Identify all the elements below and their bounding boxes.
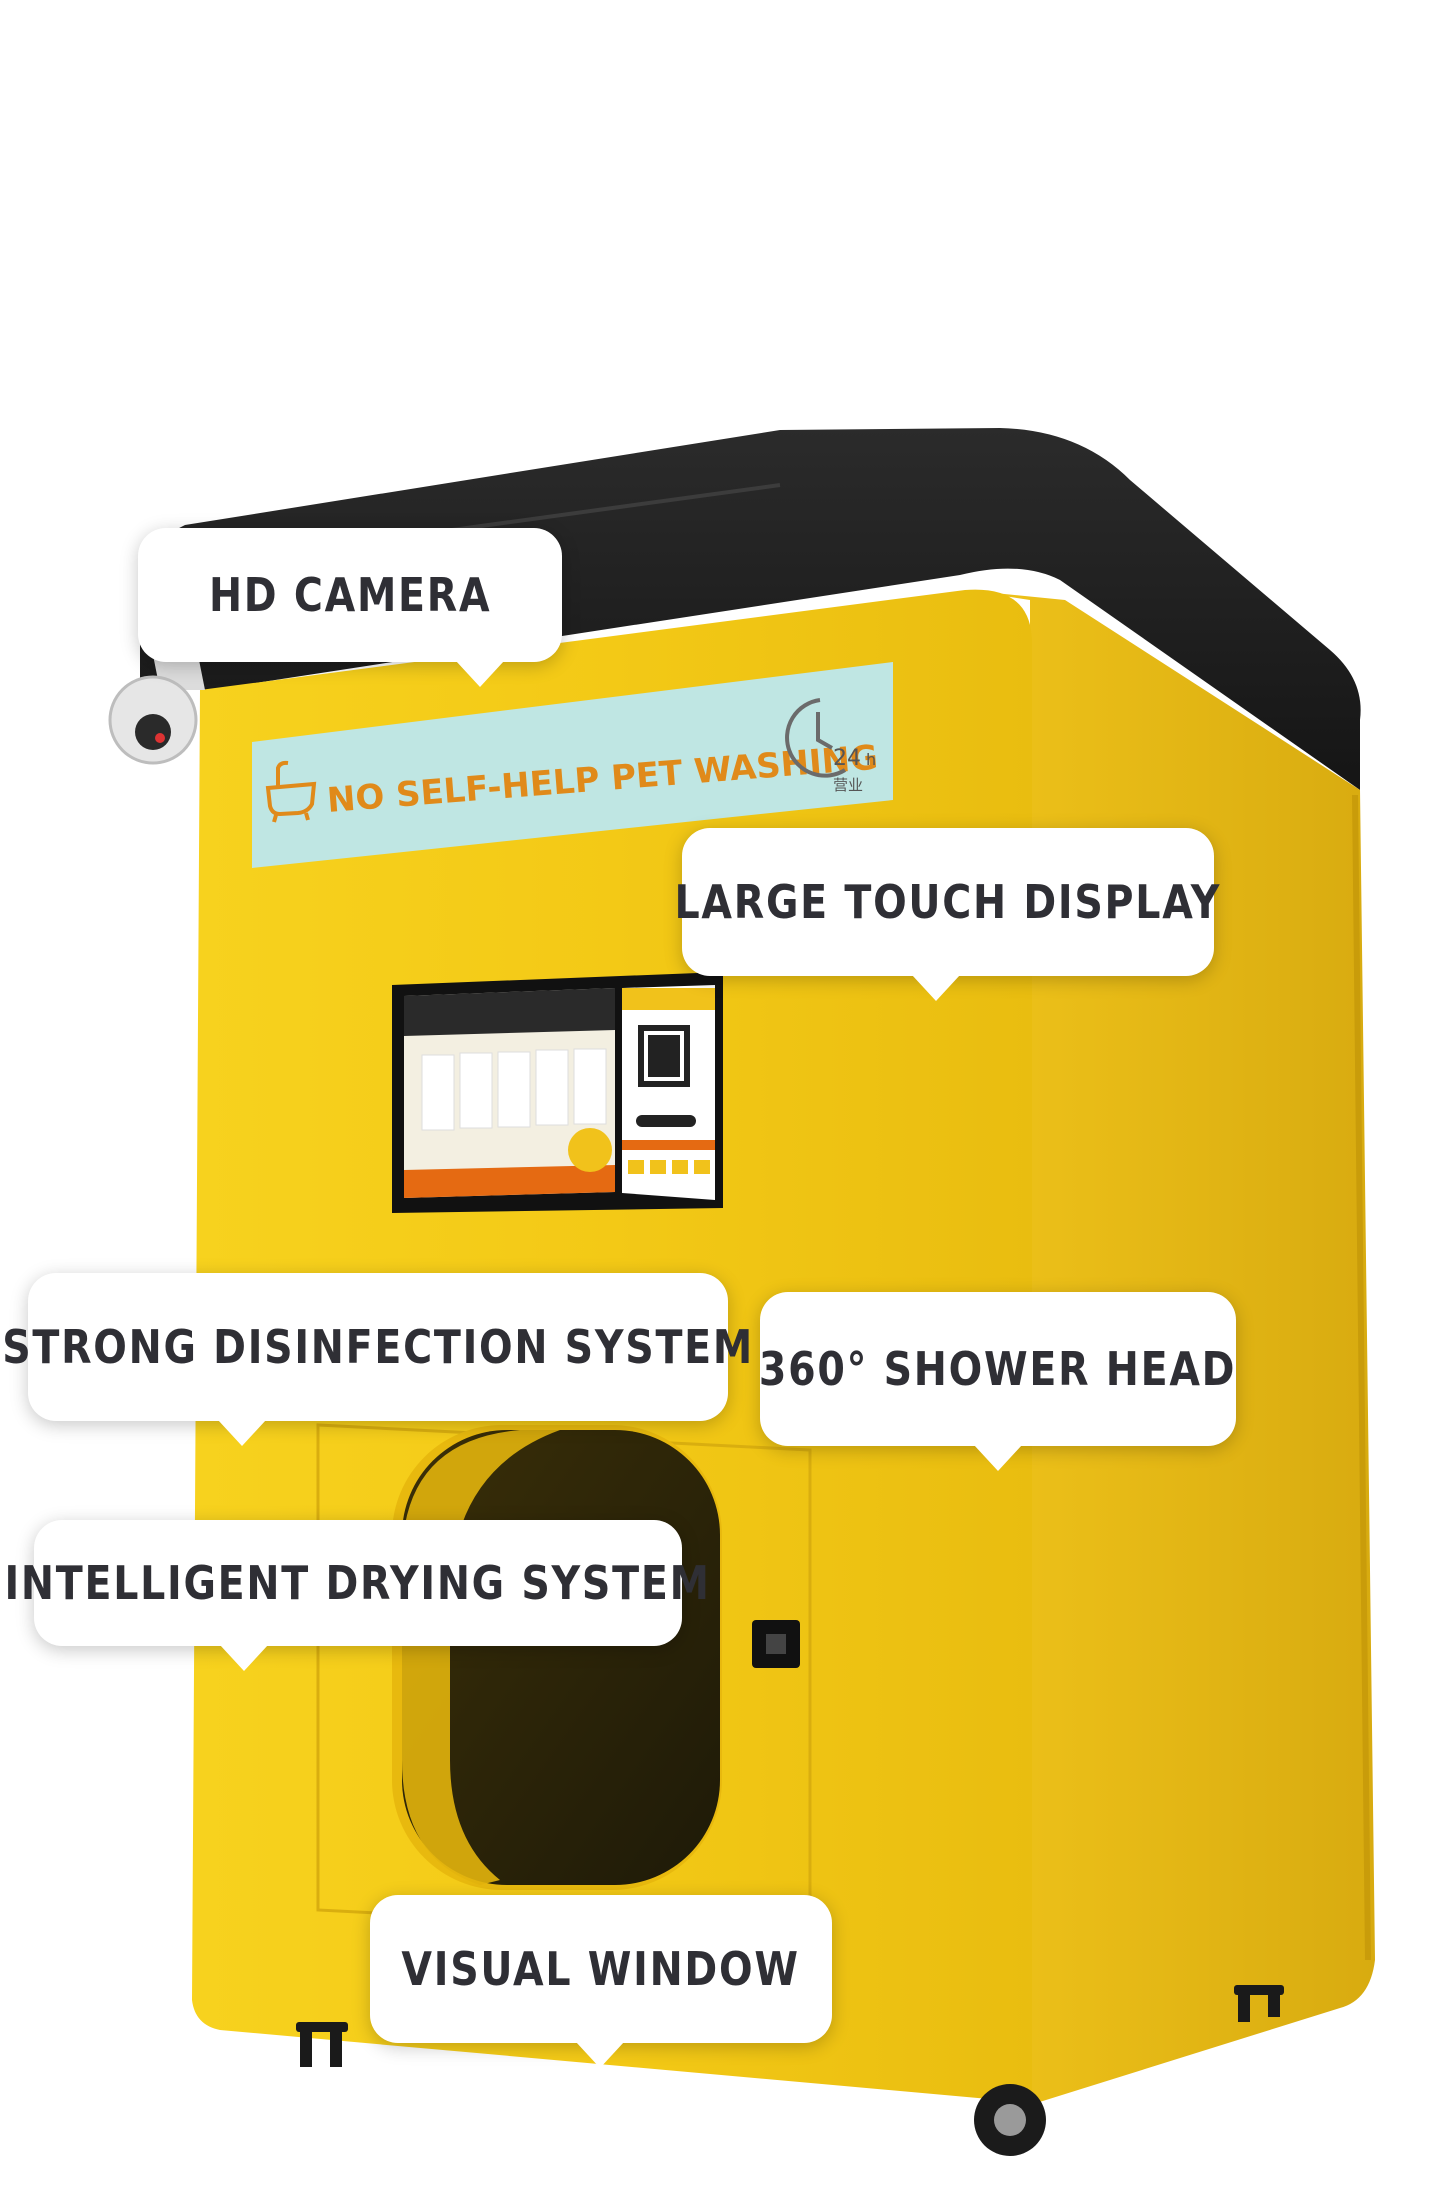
- callout-label: STRONG DISINFECTION SYSTEM: [2, 1320, 754, 1374]
- callout-visual-window: VISUAL WINDOW: [370, 1895, 832, 2068]
- callout-pointer: [576, 2042, 624, 2068]
- callout-pointer: [218, 1420, 266, 1446]
- callout-shower-head: 360° SHOWER HEAD: [759, 1292, 1237, 1471]
- wheel-icon: [974, 2084, 1046, 2156]
- hours-caption: 营业: [833, 776, 863, 794]
- callout-label: INTELLIGENT DRYING SYSTEM: [4, 1556, 712, 1610]
- bathtub-icon: [265, 760, 317, 823]
- callout-drying: INTELLIGENT DRYING SYSTEM: [5, 1520, 709, 1671]
- callout-pointer: [974, 1445, 1022, 1471]
- callout-disinfection: STRONG DISINFECTION SYSTEM: [2, 1273, 752, 1446]
- callout-pointer: [912, 975, 960, 1001]
- callout-pointer: [220, 1645, 268, 1671]
- touch-screen[interactable]: [392, 972, 723, 1213]
- hours-unit: h: [866, 750, 876, 769]
- callout-label: LARGE TOUCH DISPLAY: [674, 875, 1222, 929]
- callout-label: 360° SHOWER HEAD: [759, 1342, 1237, 1396]
- callout-pointer: [456, 661, 504, 687]
- visual-window: [392, 1425, 722, 1890]
- callout-label: VISUAL WINDOW: [401, 1942, 801, 1996]
- clock-icon: [785, 698, 847, 778]
- machine-feet: [296, 1985, 1284, 2067]
- sign-panel: NO SELF-HELP PET WASHING 24 h 营业: [252, 662, 893, 868]
- hours-number: 24: [833, 746, 861, 771]
- callout-hd-camera: HD CAMERA: [138, 528, 562, 687]
- callout-label: HD CAMERA: [208, 568, 492, 622]
- callout-touch-display: LARGE TOUCH DISPLAY: [675, 828, 1220, 1001]
- power-button[interactable]: [752, 1620, 800, 1668]
